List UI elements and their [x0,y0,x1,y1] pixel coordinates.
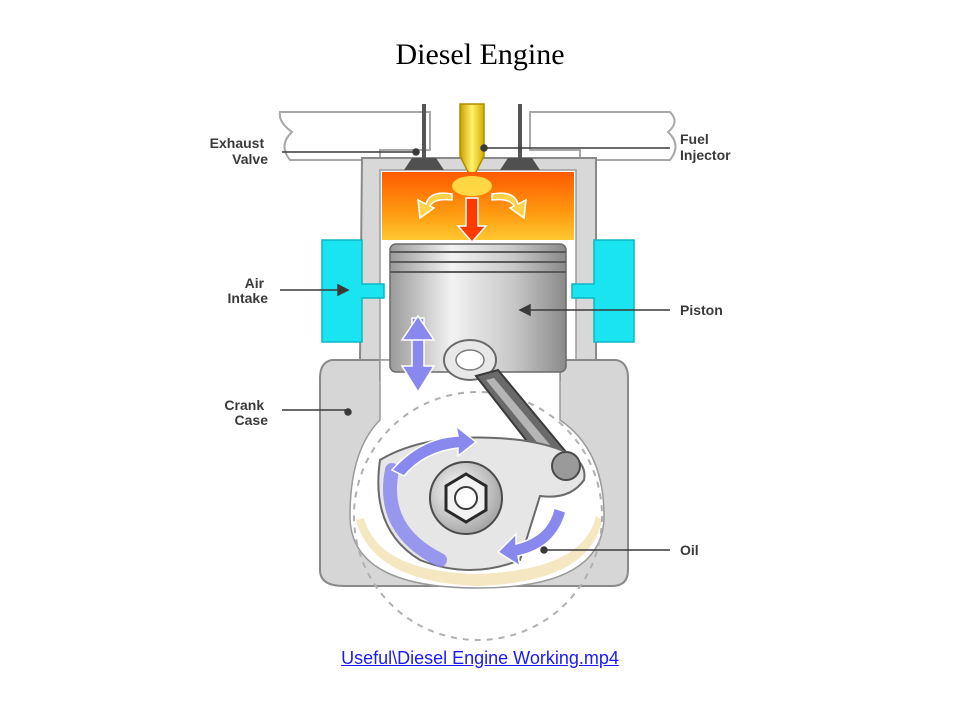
rotation-arrow-bottom [496,507,567,568]
video-link-container: Useful\Diesel Engine Working.mp4 [0,648,960,669]
slide-title: Diesel Engine [395,38,565,71]
label-air-intake: Air Intake [228,275,269,306]
fuel-injector-nozzle [459,103,485,182]
oil-sump [356,516,602,586]
exhaust-valve-head [404,158,444,170]
label-crank-case: Crank Case [224,397,268,428]
intake-valve-head [500,158,540,170]
valve-stems [422,104,522,158]
label-exhaust-valve: Exhaust Valve [210,135,269,167]
leader-lines [280,144,670,554]
manifold-ports [278,111,677,161]
combustion-arrows [417,192,527,220]
rotation-arrow-top [390,424,478,477]
air-intake-right [571,239,635,343]
label-fuel-injector: Fuel Injector [680,131,731,163]
air-intake-left [321,239,385,343]
video-link[interactable]: Useful\Diesel Engine Working.mp4 [341,648,619,668]
combustion-down-arrow [456,197,488,244]
label-oil: Oil [680,542,699,558]
label-piston: Piston [680,302,723,318]
